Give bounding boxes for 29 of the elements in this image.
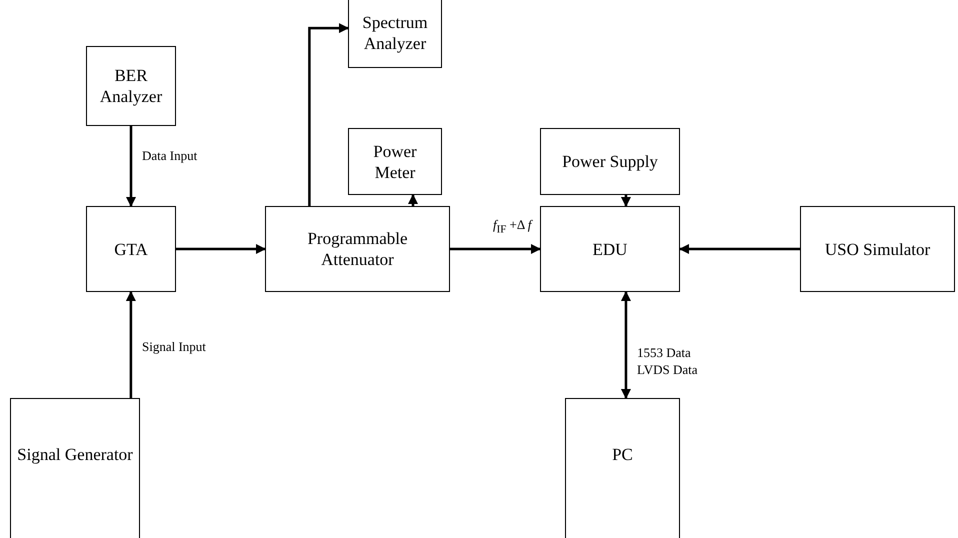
arrow bbox=[679, 244, 800, 254]
block-box bbox=[565, 398, 680, 538]
block-label: Programmable Attenuator bbox=[306, 228, 409, 270]
arrow bbox=[126, 126, 136, 207]
block-label: USO Simulator bbox=[824, 238, 932, 260]
arrow bbox=[620, 195, 631, 207]
block-box bbox=[86, 46, 176, 126]
block-label: BER Analyzer bbox=[98, 65, 164, 107]
arrow bbox=[450, 244, 541, 254]
arrow bbox=[408, 194, 418, 206]
block-label: Spectrum Analyzer bbox=[361, 12, 429, 54]
arrow bbox=[176, 244, 266, 254]
block-label: Power Meter bbox=[372, 140, 418, 182]
block-box bbox=[540, 206, 680, 292]
block-box bbox=[348, 128, 442, 195]
block-label: EDU bbox=[592, 238, 628, 260]
block-box bbox=[540, 128, 680, 195]
block-box bbox=[800, 206, 955, 292]
arrow bbox=[126, 291, 136, 398]
block-label: PC bbox=[611, 444, 634, 464]
arrow bbox=[308, 23, 349, 206]
block-box bbox=[86, 206, 176, 292]
block-label: GTA bbox=[113, 238, 149, 260]
block-box bbox=[348, 0, 442, 68]
block-box bbox=[10, 398, 140, 538]
block-label: Power Supply bbox=[561, 151, 659, 172]
block-label: Signal Generator bbox=[17, 444, 133, 464]
block-box bbox=[265, 206, 450, 292]
arrow bbox=[620, 291, 631, 399]
